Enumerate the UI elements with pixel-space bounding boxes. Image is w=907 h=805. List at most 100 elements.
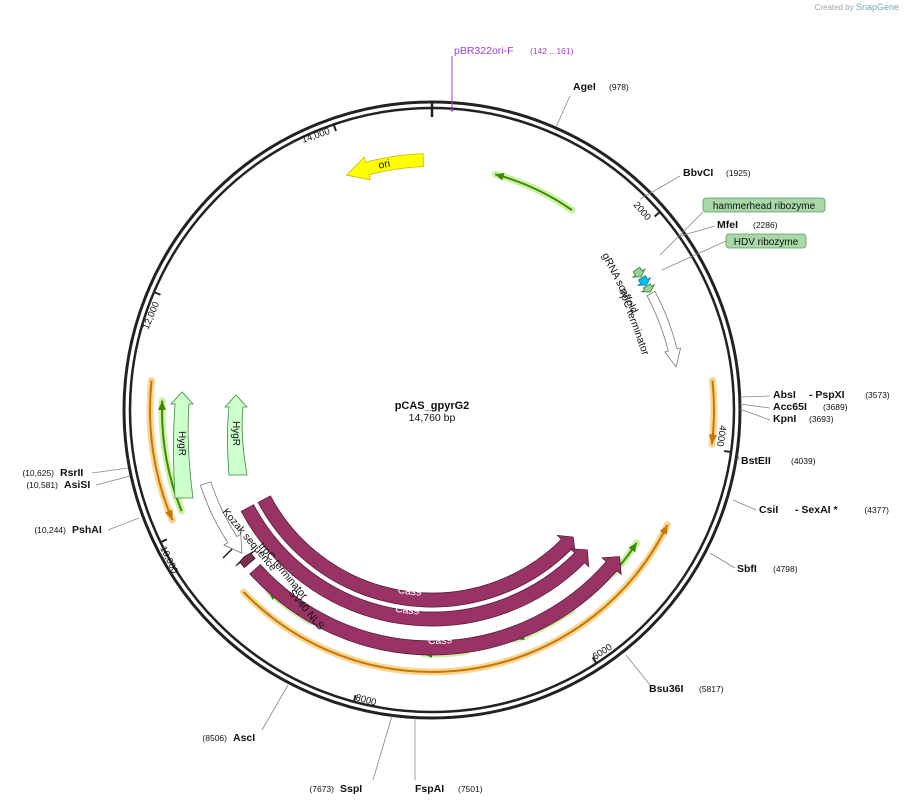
orange-arrow-3600[interactable] (708, 377, 718, 448)
hygr-arrow-1[interactable]: HygR (170, 391, 194, 499)
tick-mark-3 (591, 656, 598, 665)
grna-markers[interactable] (631, 266, 656, 293)
site-leader-line (625, 654, 651, 686)
tick-label-2: 4000 (714, 425, 728, 447)
site-absi[interactable]: AbsI- PspXI(3573) (739, 389, 890, 401)
tick-mark-5 (159, 538, 168, 544)
site-name: MfeI (717, 219, 738, 231)
tick-mark-6 (152, 290, 161, 296)
site-leader-line (739, 408, 771, 421)
snapgene-logo: SnapGene (855, 2, 899, 12)
hdv-ribozyme-label: HDV ribozyme (734, 237, 799, 248)
site-name: BstEII (741, 455, 771, 467)
primer-name: pBR322ori-F (454, 45, 514, 57)
sv40-nls-marker[interactable] (235, 549, 256, 569)
site-csii[interactable]: CsiI- SexAI *(4377) (732, 499, 889, 516)
cas9-arc-2[interactable]: Cas9 (240, 504, 590, 627)
site-name: AbsI (773, 389, 796, 401)
cas9-label-3: Cas9 (428, 634, 453, 647)
site-name: PshAI (72, 524, 102, 536)
site-position: (4798) (773, 564, 798, 574)
hammerhead-leader (659, 211, 704, 256)
tick-mark-4 (352, 694, 357, 703)
site-leader-line (737, 454, 740, 461)
site-position: (3693) (809, 414, 834, 424)
site-name-extra: - PspXI (809, 389, 845, 401)
site-position: (8506) (202, 733, 227, 743)
tick-mark-2 (723, 450, 733, 454)
site-name-extra: - SexAI * (795, 504, 839, 516)
trpc-terminator-bottom[interactable] (199, 481, 243, 554)
hdv-ribozyme-box[interactable]: HDV ribozyme (725, 233, 807, 249)
tick-label-4: 8000 (354, 692, 377, 708)
site-name: AscI (233, 732, 255, 744)
plasmid-size: 14,760 bp (409, 412, 456, 424)
sites-layer: AgeI(978) BbvCI(1925) MfeI (2286) AbsI - PspX… (22, 81, 890, 795)
hammerhead-ribozyme-box[interactable]: hammerhead ribozyme (702, 197, 826, 213)
site-name: RsrII (60, 467, 83, 479)
site-sspi[interactable]: (7673) SspI (309, 715, 393, 795)
site-leader-line (639, 175, 681, 200)
tick-mark-1 (653, 210, 662, 218)
site-position: (4377) (864, 505, 889, 515)
site-leader-line (372, 715, 393, 781)
site-position: (10,625) (22, 468, 54, 478)
site-asisi[interactable]: (10,581)AsiSI (26, 475, 131, 491)
site-position: (3689) (823, 402, 848, 412)
cas9-arc-1[interactable]: Cas9 (257, 495, 576, 608)
site-sbfi[interactable]: SbfI (4798) (709, 552, 798, 575)
site-name: AsiSI (64, 479, 90, 491)
site-leader-line (739, 403, 771, 409)
site-position: (2286) (753, 220, 778, 230)
site-mfei[interactable]: MfeI (2286) (679, 219, 778, 237)
site-position: (7501) (458, 784, 483, 794)
site-pshai[interactable]: (10,244)PshAI (34, 517, 140, 536)
trpc-terminator-top[interactable] (646, 290, 682, 368)
site-name: Bsu36I (649, 683, 684, 695)
orange-arrow-left[interactable] (146, 377, 176, 524)
site-fspai[interactable]: FspAI (7501) (414, 718, 483, 795)
site-position: (7673) (309, 784, 334, 794)
site-leader-line (555, 95, 571, 128)
site-name: AgeI (573, 81, 596, 93)
site-bsteii[interactable]: BstEII (4039) (737, 454, 816, 467)
site-name: FspAI (415, 783, 444, 795)
site-acc65i[interactable]: Acc65I(3689) (739, 401, 848, 413)
site-agei[interactable]: AgeI(978) (555, 81, 629, 128)
site-name: SbfI (737, 563, 757, 575)
site-name: BbvCI (683, 167, 713, 179)
site-kpni[interactable]: KpnI(3693) (739, 408, 834, 425)
site-leader-line (679, 225, 716, 237)
ori-feature[interactable]: ori (345, 153, 424, 181)
site-leader-line (261, 684, 289, 731)
site-leader-line (107, 517, 140, 531)
hdv-leader (661, 240, 727, 271)
tick-label-5: 10,000 (157, 544, 180, 575)
ori-label: ori (377, 158, 391, 172)
tick-mark-7 (332, 123, 337, 132)
site-leader-line (732, 499, 757, 511)
site-asci[interactable]: (8506) AscI (202, 684, 289, 744)
plasmid-name: pCAS_gpyrG2 (395, 400, 470, 412)
hygr-label-2: HygR (230, 421, 241, 446)
site-bsu36i[interactable]: Bsu36I(5817) (625, 654, 724, 695)
site-position: (4039) (791, 456, 816, 466)
primer-arrow-top[interactable] (491, 170, 576, 214)
hygr-arrow-2[interactable]: HygR (224, 394, 248, 476)
credit-prefix: Created by (814, 3, 854, 12)
hammerhead-ribozyme-label: hammerhead ribozyme (713, 201, 816, 212)
site-leader-line (709, 552, 736, 569)
site-name: SspI (340, 783, 362, 795)
site-leader-line (91, 467, 129, 474)
kozak-marker (222, 548, 233, 559)
primer-pbr322ori-f[interactable]: pBR322ori-F (142 .. 161) (450, 45, 574, 112)
cas9-arc-3[interactable]: Cas9 (249, 556, 622, 656)
tick-label-1: 2000 (631, 200, 653, 223)
snapgene-credit: Created by SnapGene (815, 2, 899, 12)
site-bbvci[interactable]: BbvCI(1925) (639, 167, 751, 200)
cas9-label-1: Cas9 (397, 584, 423, 599)
site-rsrii[interactable]: (10,625) RsrII (22, 467, 129, 479)
green-arrow-left[interactable] (158, 397, 186, 515)
orange-arrow-bottom[interactable] (240, 521, 671, 676)
